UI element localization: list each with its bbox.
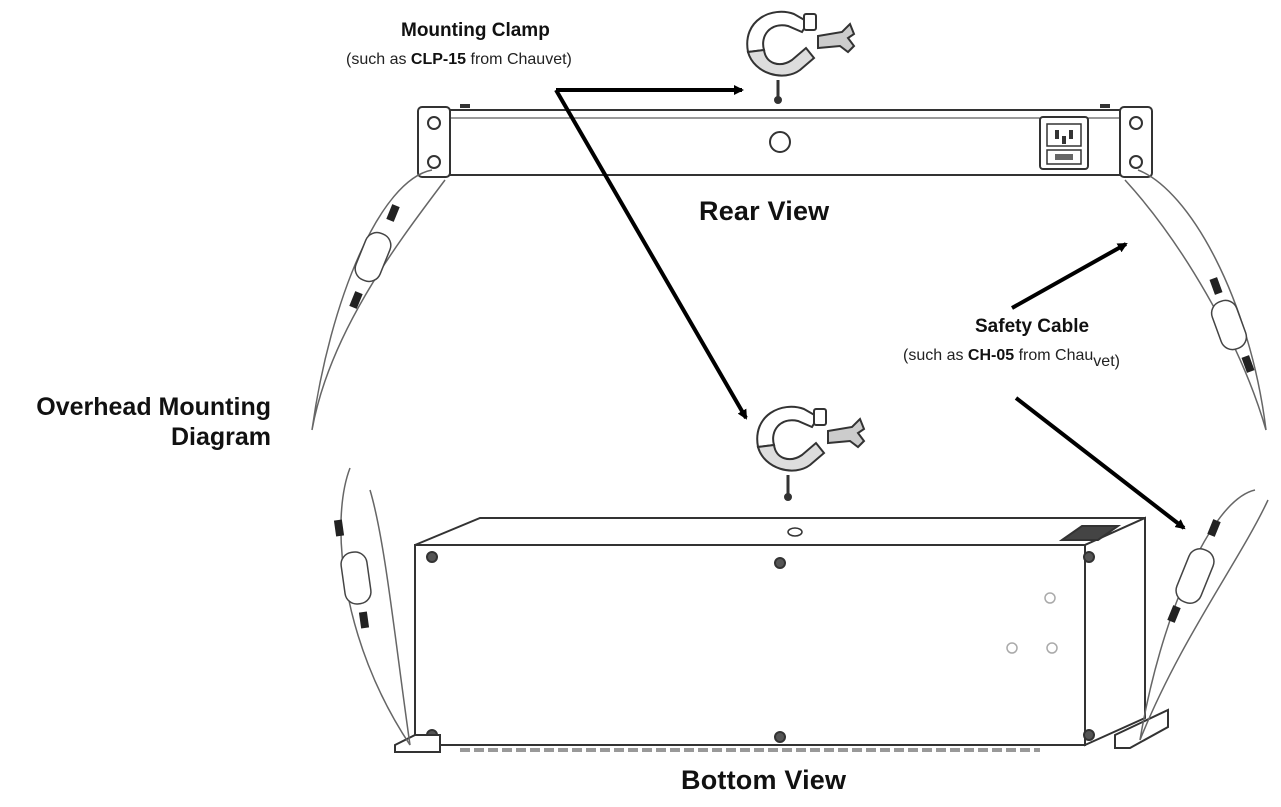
overhead-mounting-label: Overhead Mounting Diagram [36, 392, 271, 452]
clamp-icon-top [746, 10, 856, 104]
screw-icon [774, 731, 786, 743]
screw-icon [774, 557, 786, 569]
arrow-to-top-cable [1011, 242, 1128, 310]
rear-view-panel [417, 104, 1153, 178]
overhead-line1: Overhead Mounting [36, 393, 271, 421]
arrow-to-bottom-clamp [554, 88, 748, 420]
safety-cable-top-right [1124, 169, 1267, 431]
safety-cable-bottom-right [1139, 489, 1269, 741]
mounting-clamp-title: Mounting Clamp [401, 20, 550, 41]
bottom-view-label: Bottom View [681, 765, 847, 795]
clamp-sub-prefix: (such as [346, 51, 411, 68]
overhead-line2: Diagram [170, 423, 271, 451]
screw-icon [1083, 551, 1095, 563]
safety-cable-subtitle: (such as CH-05 from Chauvet) [903, 347, 1120, 370]
ear-hole-icon [1129, 155, 1143, 169]
cable-sub-suffix: from Chau [1014, 347, 1094, 364]
cable-model: CH-05 [967, 347, 1015, 364]
mount-hole-icon [769, 131, 791, 153]
ear-hole-icon [1129, 116, 1143, 130]
safety-cable-title: Safety Cable [975, 316, 1090, 337]
clamp-icon-bottom [756, 405, 866, 501]
callout-arrows [554, 85, 1186, 530]
mount-hole-icon [787, 527, 803, 537]
clamp-model: CLP-15 [410, 51, 467, 68]
screw-icon [1083, 729, 1095, 741]
ear-hole-icon [427, 116, 441, 130]
screw-icon [426, 551, 438, 563]
clamp-sub-suffix: from Chauvet) [466, 51, 572, 68]
indicator-icon [1046, 642, 1058, 654]
rear-view-label: Rear View [699, 196, 830, 226]
bottom-view-enclosure [394, 516, 1169, 753]
ear-hole-icon [427, 155, 441, 169]
cable-sub-prefix: (such as [903, 347, 968, 364]
switch-icon [1058, 525, 1122, 541]
bottom-panel-face [414, 544, 1086, 746]
safety-cable-top-left [311, 169, 446, 431]
safety-cable-bottom-left [333, 467, 411, 746]
indicator-icon [1006, 642, 1018, 654]
cable-sub-tail: vet) [1093, 353, 1120, 370]
arrow-to-bottom-cable [1014, 396, 1186, 530]
mounting-clamp-subtitle: (such as CLP-15 from Chauvet) [346, 51, 572, 69]
indicator-icon [1044, 592, 1056, 604]
